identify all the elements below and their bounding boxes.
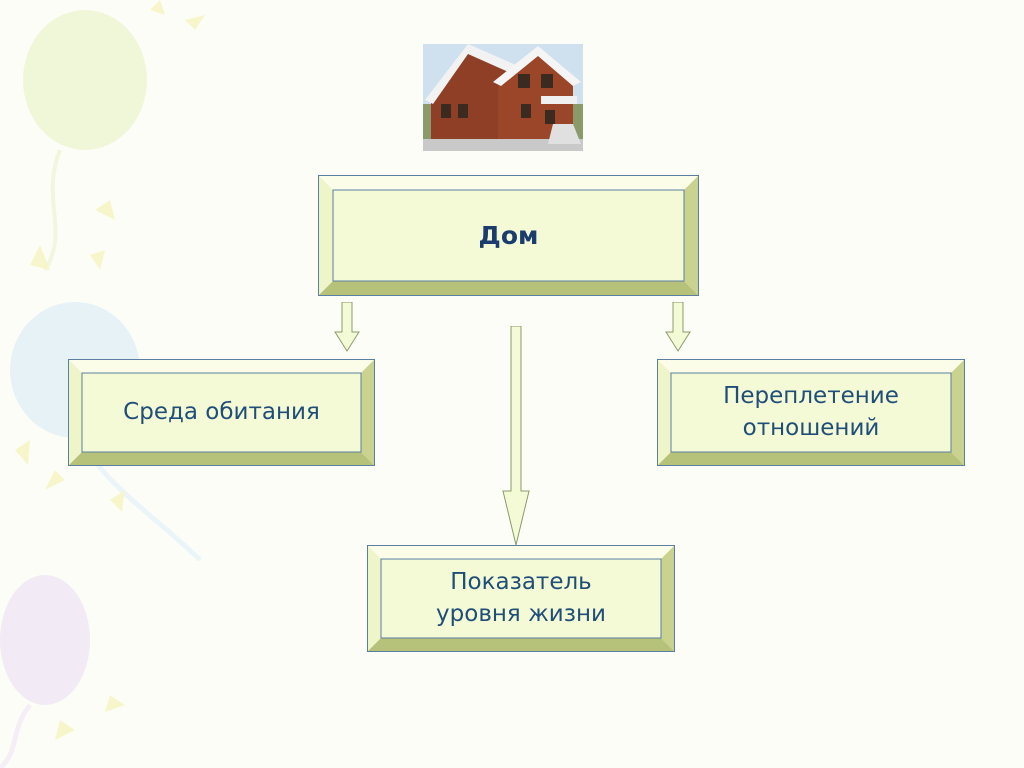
arrow-down-left-icon [334,302,360,352]
arrow-down-right-icon [665,302,691,352]
branch-node-living-standard-label: Показатель уровня жизни [436,569,606,627]
balloon-green [23,10,147,150]
branch-node-habitat-frame [68,359,375,466]
balloon-lilac [0,575,90,705]
branch-node-living-standard-frame [367,545,675,652]
arrow-down-center-icon [502,326,530,546]
root-node-frame [318,175,699,296]
branch-node-habitat-label: Среда обитания [123,398,320,425]
house-image [423,44,583,151]
branch-node-relations-frame [657,359,965,466]
balloon-string [43,149,62,272]
root-node-label: Дом [478,220,539,250]
sparkle [150,0,165,15]
branch-node-relations-label: Переплетение отношений [723,383,899,441]
